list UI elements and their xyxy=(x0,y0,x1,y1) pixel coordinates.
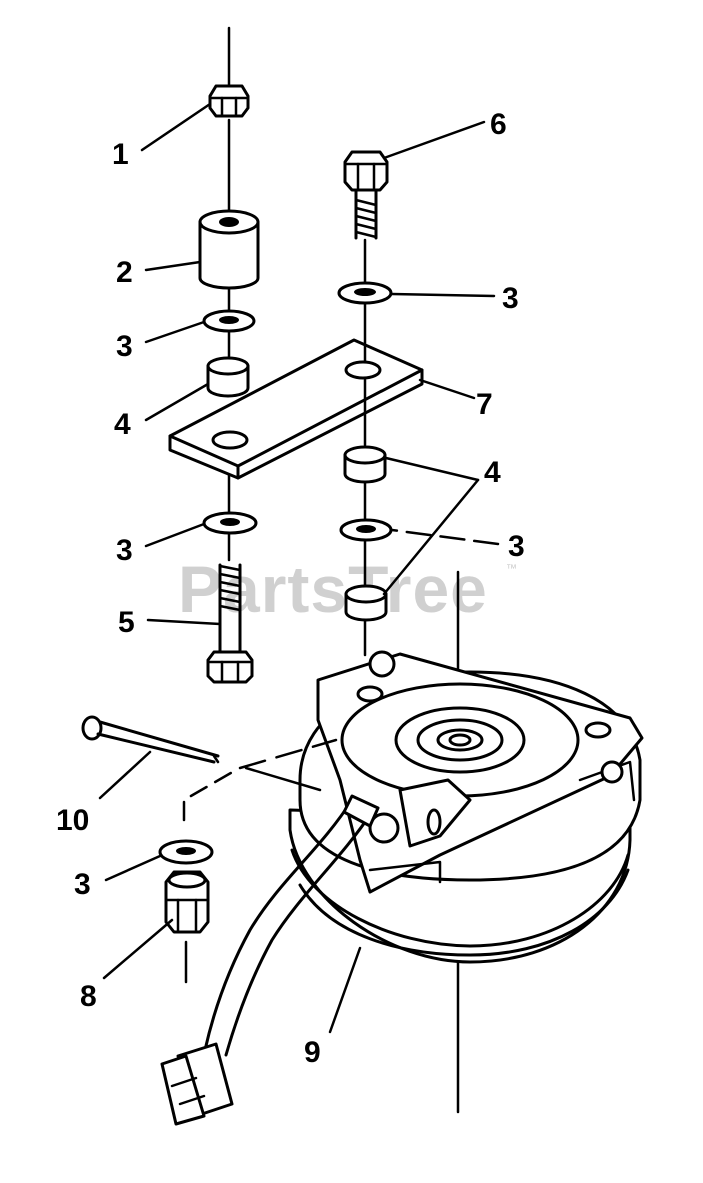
part-3-washer-bottom-left xyxy=(158,839,214,865)
part-3-washer-lower-right xyxy=(339,518,393,542)
part-3-washer-upper-right xyxy=(337,281,393,305)
callout-3c: 3 xyxy=(502,282,519,315)
part-4-bushing-upper-left xyxy=(206,356,250,398)
part-4-bushing-upper-right xyxy=(343,445,387,484)
callout-6: 6 xyxy=(490,108,507,141)
part-10-long-bolt xyxy=(81,715,220,764)
callout-1: 1 xyxy=(112,138,129,171)
watermark-trademark: ™ xyxy=(506,563,517,575)
callout-labels: 1 2 3 4 3 5 6 3 7 4 3 10 3 8 9 xyxy=(56,108,525,1069)
part-6-hex-bolt xyxy=(343,150,389,240)
leader-lines xyxy=(98,102,500,1034)
callout-3e: 3 xyxy=(74,868,91,901)
callout-2: 2 xyxy=(116,256,133,289)
part-7-bracket xyxy=(168,338,424,480)
part-3-washer-lower-left xyxy=(202,511,258,535)
alignment-lines xyxy=(182,738,338,822)
part-5-bolt xyxy=(206,563,254,684)
callout-3b: 3 xyxy=(116,534,133,567)
part-2-spacer xyxy=(198,209,260,290)
callout-8: 8 xyxy=(80,980,97,1013)
callout-7: 7 xyxy=(476,388,493,421)
part-1-hex-nut xyxy=(208,84,250,118)
part-4-bushing-lower-right xyxy=(344,584,388,622)
callout-5: 5 xyxy=(118,606,135,639)
part-3-washer-upper-left xyxy=(202,309,256,333)
wire-harness xyxy=(160,794,380,1126)
callout-4a: 4 xyxy=(114,408,131,441)
callout-9: 9 xyxy=(304,1036,321,1069)
callout-3a: 3 xyxy=(116,330,133,363)
callout-10: 10 xyxy=(56,804,89,837)
watermark: PartsTree ™ xyxy=(178,552,517,626)
callout-3d: 3 xyxy=(508,530,525,563)
watermark-text: PartsTree xyxy=(178,552,488,626)
part-8-lock-nut xyxy=(164,870,210,984)
part-9-clutch xyxy=(288,570,644,1114)
callout-4b: 4 xyxy=(484,456,501,489)
